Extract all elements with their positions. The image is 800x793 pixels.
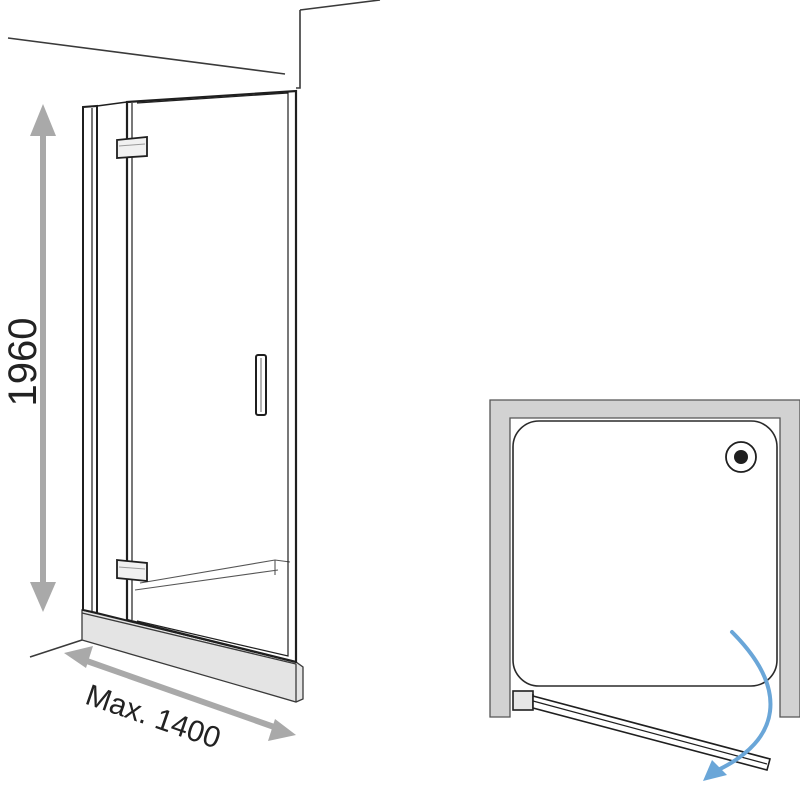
room-walls xyxy=(7,0,381,658)
door-inner-frame xyxy=(136,92,289,657)
inner-tray xyxy=(134,559,291,591)
fixed-panel-frame xyxy=(82,104,98,615)
door-glass-bottom xyxy=(96,612,297,663)
curved-arrow-icon xyxy=(703,630,773,781)
double-arrow-vertical-icon xyxy=(30,104,56,612)
wall-corner-edge xyxy=(296,10,301,89)
back-wall-top-edge xyxy=(7,37,286,75)
fixed-panel xyxy=(82,104,98,615)
inner-tray-rim xyxy=(134,569,279,591)
plan-door-line xyxy=(532,700,768,765)
plan-walls xyxy=(489,399,800,718)
lower-hinge xyxy=(116,559,148,582)
plan-view xyxy=(489,399,800,781)
upper-hinge xyxy=(116,136,148,159)
height-label: 1960 xyxy=(1,318,45,407)
hinged-door xyxy=(96,89,298,664)
plan-door-panel xyxy=(532,694,771,771)
door-handle xyxy=(255,354,267,416)
door-outer-frame xyxy=(125,89,298,664)
height-dimension: 1960 xyxy=(1,104,56,612)
side-wall-top-edge xyxy=(299,0,381,11)
double-arrow-diagonal-icon xyxy=(64,646,296,741)
drain-icon xyxy=(725,441,757,473)
door-top-edge xyxy=(96,101,128,107)
floor-edge xyxy=(29,639,83,658)
plan-shower-tray xyxy=(512,420,778,687)
width-label: Max. 1400 xyxy=(81,679,224,756)
tray-top-edge xyxy=(81,612,297,665)
plan-hinge xyxy=(512,690,534,711)
